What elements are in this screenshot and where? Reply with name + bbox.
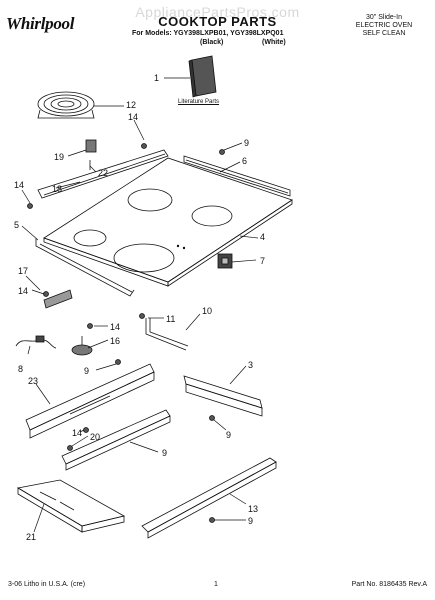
access-panel [16,479,126,533]
callout-9: 9 [84,366,89,376]
element-clip [85,139,97,170]
callout-14: 14 [110,322,120,332]
callout-9: 9 [248,516,253,526]
header-line-1: 30" Slide-In [366,14,402,21]
callout-19: 19 [54,152,64,162]
front-trim-strip [37,149,169,199]
callout-14: 14 [14,180,24,190]
callout-9: 9 [226,430,231,440]
limit-switch [217,253,233,269]
page-title: COOKTOP PARTS [158,14,277,29]
callout-14: 14 [18,286,28,296]
watermark: AppliancePartsPros.com [135,4,300,20]
wire-harness [15,335,57,349]
callout-labels: 1 12 14 9 6 19 22 14 18 5 4 7 17 14 10 11 14 16 8 9 3 23 9 14 20… [14,73,265,542]
bottom-trim [141,457,277,539]
model-white-label: (White) [262,39,286,46]
bracket [43,289,73,309]
callout-13: 13 [248,504,258,514]
literature-parts-label: Literature Parts [178,99,220,105]
callout-21: 21 [26,532,36,542]
literature-booklet [188,55,217,98]
callout-22: 22 [98,168,108,178]
surface-element-coil [37,91,95,119]
callout-17: 17 [18,266,28,276]
callout-6: 6 [242,156,247,166]
callout-12: 12 [126,100,136,110]
lower-rail [61,409,171,471]
cooktop-frame [35,238,135,297]
model-black-label: (Black) [200,39,224,46]
callout-14: 14 [72,428,82,438]
callout-9: 9 [244,138,249,148]
callout-5: 5 [14,220,19,230]
callout-11: 11 [166,314,175,324]
screws [27,143,225,523]
callout-3: 3 [248,360,253,370]
callout-23: 23 [28,376,38,386]
callout-20: 20 [90,432,100,442]
side-rail [183,375,263,417]
rear-trim [183,155,291,197]
callout-7: 7 [260,256,265,266]
support-rod [145,318,189,351]
header-line-2: ELECTRIC OVEN [355,22,413,29]
brand-logo: Whirlpool [6,14,75,33]
callout-16: 16 [110,336,120,346]
footer-page-number: 1 [214,581,218,588]
header-line-3: SELF CLEAN [362,30,406,37]
footer-part-number: Part No. 8186435 Rev.A [351,581,427,588]
infinite-switch [71,336,93,356]
footer-print-info: 3-06 Litho in U.S.A. (cre) [8,581,86,588]
callout-4: 4 [260,232,265,242]
glass-cooktop [43,157,293,287]
callout-8: 8 [18,364,23,374]
callout-1: 1 [154,73,159,83]
product-type-header: 30" Slide-In ELECTRIC OVEN SELF CLEAN [339,14,429,38]
control-panel-bracket [25,363,155,439]
callout-14: 14 [128,112,138,122]
callout-9: 9 [162,448,167,458]
callout-18: 18 [52,184,62,194]
callout-10: 10 [202,306,212,316]
leader-lines [21,77,259,533]
models-line: For Models: YGY398LXPB01, YGY398LXPQ01 [132,30,284,37]
